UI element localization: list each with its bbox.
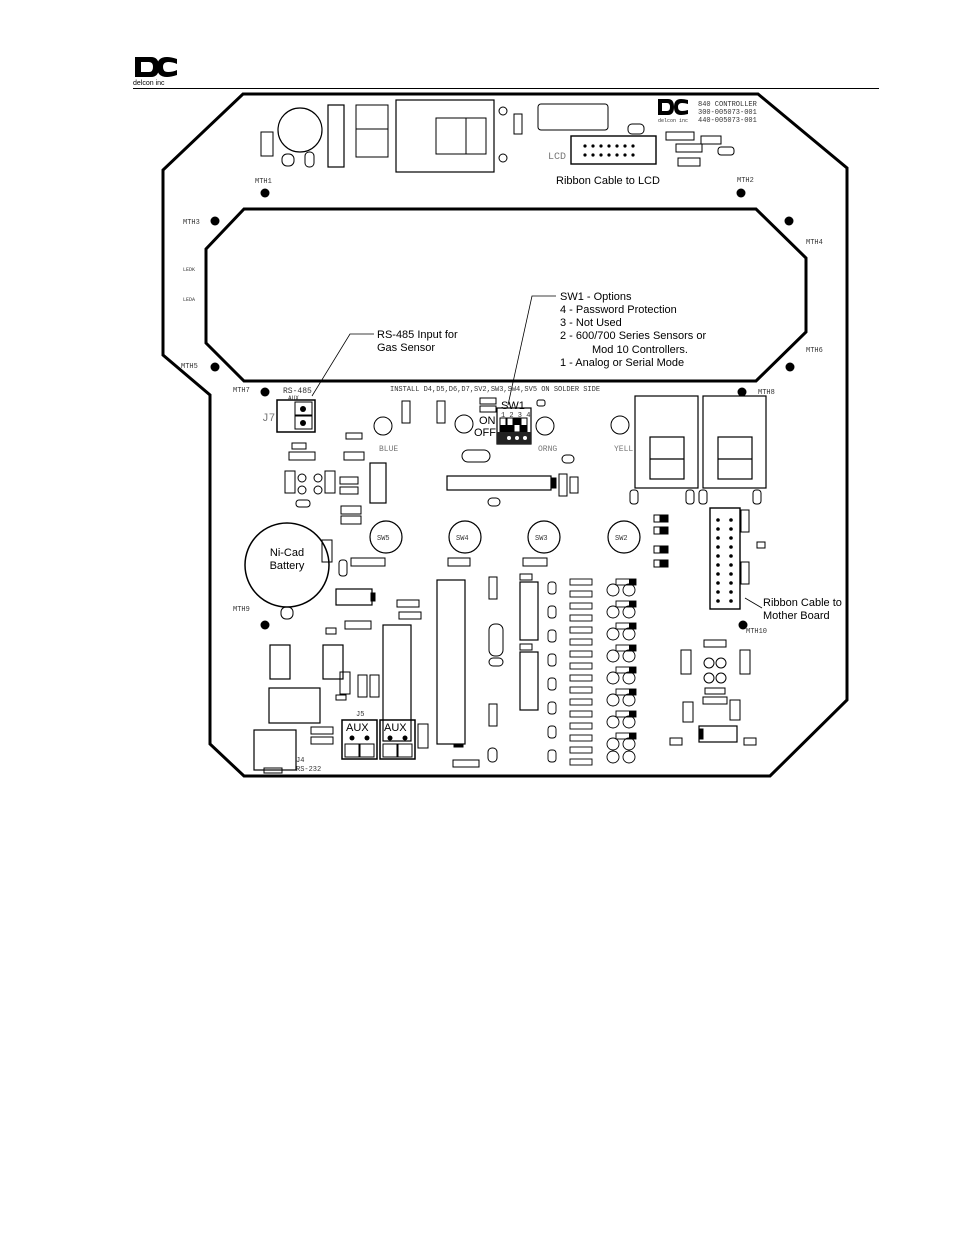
ledk-label: LEDK	[183, 267, 195, 273]
board-brand-text: delcon inc	[658, 118, 688, 124]
delcon-logo	[135, 57, 177, 77]
rs485-callout-line1: RS-485 Input for	[377, 329, 458, 341]
aux-button2-label: AUX	[384, 722, 407, 734]
board-title-line3: 440-005073-001	[698, 117, 757, 125]
j7-connector	[276, 399, 316, 433]
logo-caption: delcon inc	[133, 80, 165, 87]
rs485-silk: RS-485	[283, 387, 312, 396]
aux-button1-label: AUX	[346, 722, 369, 734]
mth1-label: MTH1	[255, 178, 272, 186]
sw3-label: SW3	[535, 535, 548, 543]
header-rule	[133, 88, 879, 89]
lcd-window-cutout	[204, 207, 808, 383]
resistor-led-array	[547, 578, 637, 766]
board-outline	[161, 92, 849, 778]
board-title-line1: 840 CONTROLLER	[698, 101, 758, 109]
callout-leaders	[311, 295, 763, 609]
leda-label: LEDA	[183, 297, 195, 303]
install-note: INSTALL D4,D5,D6,D7,SV2,SW3,SW4,SV5 ON S…	[390, 386, 600, 394]
j5-aux-connectors	[341, 719, 416, 760]
top-components	[260, 99, 735, 173]
sw5-label: SW5	[377, 535, 390, 543]
sw1-option-2a: 2 - 600/700 Series Sensors or	[560, 330, 706, 342]
mth9-label: MTH9	[233, 606, 250, 614]
sw1-options-title: SW1 - Options	[560, 291, 632, 303]
ribbon-mb-callout-line1: Ribbon Cable to	[763, 597, 842, 609]
orng-led-label: ORNG	[538, 445, 557, 454]
battery-label-line1: Ni-Cad	[270, 547, 304, 559]
mth3-label: MTH3	[183, 219, 200, 227]
blue-led-label: BLUE	[379, 445, 398, 454]
misc-components-mid	[253, 539, 548, 774]
ribbon-mb-callout-line2: Mother Board	[763, 610, 830, 622]
tactile-switches	[369, 520, 641, 554]
sw1-position-numbers: 1 2 3 4	[501, 412, 530, 420]
mth5-label: MTH5	[181, 363, 198, 371]
sw1-on-label: ON	[479, 415, 496, 427]
leds	[373, 414, 630, 436]
sw4-label: SW4	[456, 535, 469, 543]
rs485-callout-line2: Gas Sensor	[377, 342, 435, 354]
board-brand-mark	[658, 99, 688, 115]
misc-components-left	[284, 397, 762, 525]
sw1-option-4: 4 - Password Protection	[560, 304, 677, 316]
battery-label-line2: Battery	[270, 560, 305, 572]
relays	[634, 395, 767, 489]
ribbon-header-pins	[716, 518, 733, 603]
rs232-label: RS-232	[296, 766, 321, 774]
mth7-label: MTH7	[233, 387, 250, 395]
sw1-off-label: OFF	[474, 427, 496, 439]
mth2-label: MTH2	[737, 177, 754, 185]
lcd-silk-label: LCD	[548, 152, 566, 163]
sw1-option-3: 3 - Not Used	[560, 317, 622, 329]
mth8-label: MTH8	[758, 389, 775, 397]
mth4-label: MTH4	[806, 239, 823, 247]
misc-components-right	[653, 507, 766, 746]
j4-label: J4	[296, 757, 304, 765]
mounting-holes	[210, 188, 795, 630]
yell-led-label: YELL	[614, 445, 633, 454]
sw1-dip-switch	[496, 407, 532, 445]
sw2-label: SW2	[615, 535, 628, 543]
j5-label: J5	[356, 711, 364, 719]
aux-silk: AUX	[288, 395, 299, 402]
board-title-line2: 300-005073-001	[698, 109, 757, 117]
sw1-label: SW1	[501, 400, 525, 412]
mth6-label: MTH6	[806, 347, 823, 355]
ribbon-lcd-callout: Ribbon Cable to LCD	[556, 175, 660, 187]
sw1-option-2b: Mod 10 Controllers.	[592, 344, 688, 356]
mth10-label: MTH10	[746, 628, 767, 636]
j7-silk: J7	[262, 413, 275, 425]
sw1-option-1: 1 - Analog or Serial Mode	[560, 357, 684, 369]
